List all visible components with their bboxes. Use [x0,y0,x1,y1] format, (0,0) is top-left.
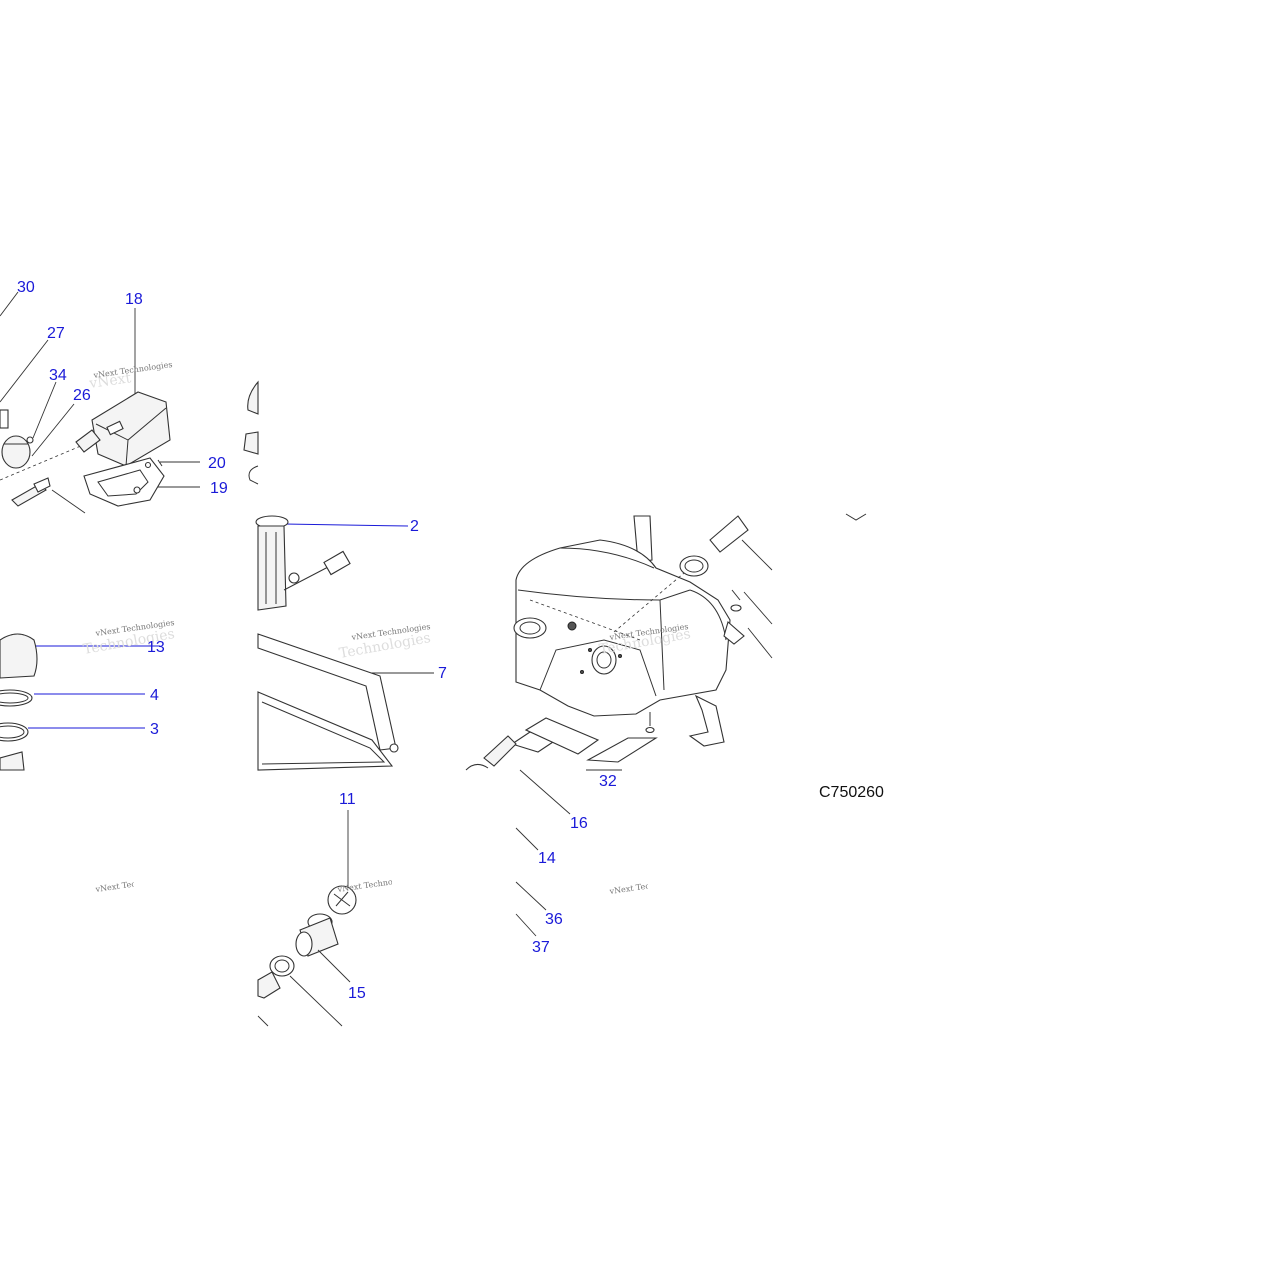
callout-27: 27 [47,325,65,342]
watermark-fragment-3: vNext Technologies [608,876,689,896]
callout-4: 4 [150,687,159,704]
watermark-fragment-1: vNext Technologies [94,874,175,894]
callout-15: 15 [348,985,366,1002]
filler-neck-15-part [295,913,339,957]
svg-text:vNext Technologies: vNext Technologies [94,874,175,894]
evap-canister-group [0,291,200,514]
hose-part [11,477,51,507]
callout-37: 37 [532,939,550,956]
seal-ring-part [0,722,29,742]
callout-2: 2 [410,518,419,535]
callout-3: 3 [150,721,159,738]
svg-text:vNext: vNext [87,370,132,392]
canister-bracket-part [83,457,165,507]
callout-19: 19 [210,480,228,497]
callout-26: 26 [73,387,91,404]
filler-cap-group [0,633,160,771]
callout-20: 20 [208,455,226,472]
canister-part [75,391,171,467]
callout-16: 16 [570,815,588,832]
figure-id: C750260 [819,784,884,801]
cap-part [0,633,38,679]
svg-text:vNext Technologies: vNext Technologies [608,876,689,896]
fuel-tank-group [465,513,867,937]
callout-13: 13 [147,639,165,656]
callout-11: 11 [339,791,356,808]
fuel-pump-group [243,380,434,771]
filler-neck-group [257,810,357,1027]
callout-labels: 30 27 18 34 26 20 19 2 13 4 3 7 32 16 14… [17,279,617,1002]
valve-part [0,409,34,469]
fuel-tank-part [513,539,745,717]
watermarks: vNext vNext Technologies Technologies vN… [82,360,692,662]
callout-14: 14 [538,850,556,867]
watermark-1: vNext Technologies [92,360,173,380]
callout-18: 18 [125,291,143,308]
callout-36: 36 [545,911,563,928]
callout-32: 32 [599,773,617,790]
filler-cap-11-part [327,885,357,915]
callout-30: 30 [17,279,35,296]
lock-ring-part [0,689,33,707]
callout-34: 34 [49,367,67,384]
callout-7: 7 [438,665,447,682]
